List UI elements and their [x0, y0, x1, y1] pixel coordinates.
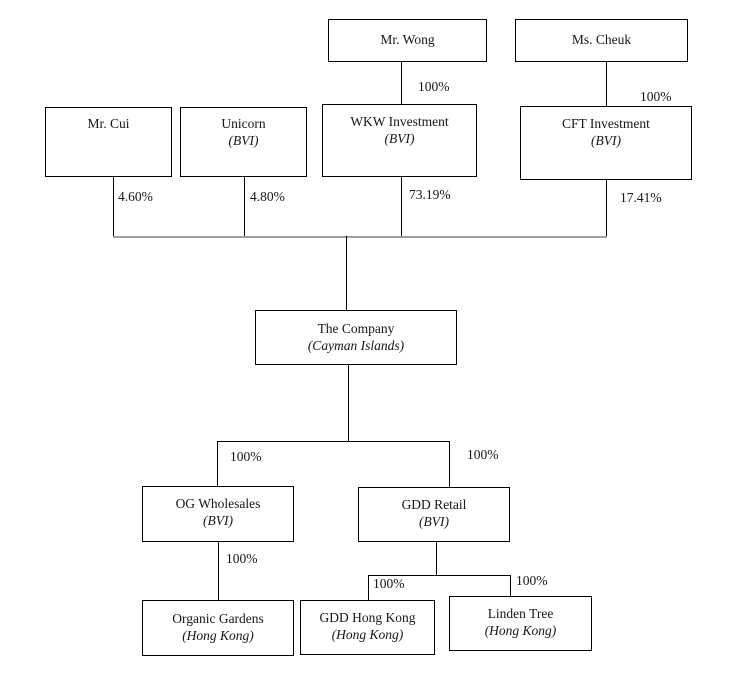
- node-label: The Company: [317, 321, 395, 336]
- node-label: OG Wholesales: [175, 496, 261, 511]
- ownership-label-cft-company: 17.41%: [620, 190, 662, 205]
- ownership-label-cui-company: 4.60%: [118, 189, 153, 204]
- ownership-label-wkw-company: 73.19%: [409, 187, 451, 202]
- ownership-label-unicorn-company: 4.80%: [250, 189, 285, 204]
- node-sublabel: (BVI): [228, 133, 259, 148]
- node-sublabel: (BVI): [591, 133, 621, 148]
- connector-gdd-retail-to-split: [436, 542, 437, 575]
- node-organic-gardens: Organic Gardens (Hong Kong): [142, 600, 294, 656]
- node-label: Unicorn: [221, 116, 266, 131]
- node-og-wholesales: OG Wholesales (BVI): [142, 486, 294, 542]
- node-gdd-hong-kong: GDD Hong Kong (Hong Kong): [300, 600, 435, 655]
- node-cft-investment: CFT Investment (BVI): [520, 106, 692, 180]
- node-sublabel: (BVI): [419, 514, 449, 529]
- node-label: Ms. Cheuk: [571, 32, 632, 47]
- connector-split-to-linden: [510, 575, 511, 596]
- node-sublabel: (Hong Kong): [484, 623, 557, 638]
- node-sublabel: (BVI): [203, 513, 233, 528]
- node-mr-cui: Mr. Cui: [45, 107, 172, 177]
- connector-wong-to-wkw: [401, 62, 402, 104]
- node-label: GDD Retail: [401, 497, 467, 512]
- connector-split-to-og: [217, 441, 218, 486]
- node-wkw-investment: WKW Investment (BVI): [322, 104, 477, 177]
- connector-bus-to-company: [346, 236, 347, 310]
- connector-cheuk-to-cft: [606, 62, 607, 106]
- ownership-label-gdd-retail-gdd-hk: 100%: [373, 576, 405, 591]
- node-label: WKW Investment: [350, 114, 449, 129]
- node-label: CFT Investment: [562, 116, 650, 131]
- node-sublabel: (Cayman Islands): [307, 338, 405, 353]
- connector-unicorn-to-bus: [244, 177, 245, 236]
- connector-cft-to-bus: [606, 180, 607, 236]
- node-sublabel: (Hong Kong): [182, 628, 254, 643]
- connector-company-to-split: [348, 364, 349, 441]
- node-mr-wong: Mr. Wong: [328, 19, 487, 62]
- node-label: Linden Tree: [487, 606, 554, 621]
- ownership-label-wong-wkw: 100%: [418, 79, 450, 94]
- split-line-company: [217, 441, 450, 442]
- ownership-label-company-og: 100%: [230, 449, 262, 464]
- node-ms-cheuk: Ms. Cheuk: [515, 19, 688, 62]
- shareholder-bus-line: [113, 236, 607, 238]
- connector-wkw-to-bus: [401, 177, 402, 236]
- connector-og-to-organic-gardens: [218, 542, 219, 600]
- connector-split-to-gdd-retail: [449, 441, 450, 487]
- node-linden-tree: Linden Tree (Hong Kong): [449, 596, 592, 651]
- ownership-label-gdd-retail-linden: 100%: [516, 573, 548, 588]
- node-label: Mr. Cui: [87, 116, 130, 131]
- node-gdd-retail: GDD Retail (BVI): [358, 487, 510, 542]
- node-the-company: The Company (Cayman Islands): [255, 310, 457, 365]
- ownership-label-cheuk-cft: 100%: [640, 89, 672, 104]
- connector-split-to-gdd-hk: [368, 575, 369, 600]
- node-label: Mr. Wong: [380, 32, 435, 47]
- split-line-gdd-retail: [368, 575, 510, 576]
- connector-cui-to-bus: [113, 177, 114, 236]
- node-label: GDD Hong Kong: [319, 610, 416, 625]
- node-sublabel: (Hong Kong): [331, 627, 404, 642]
- node-sublabel: (BVI): [384, 131, 415, 146]
- node-unicorn: Unicorn (BVI): [180, 107, 307, 177]
- ownership-label-company-gdd-retail: 100%: [467, 447, 499, 462]
- ownership-label-og-organic-gardens: 100%: [226, 551, 258, 566]
- node-label: Organic Gardens: [172, 611, 264, 626]
